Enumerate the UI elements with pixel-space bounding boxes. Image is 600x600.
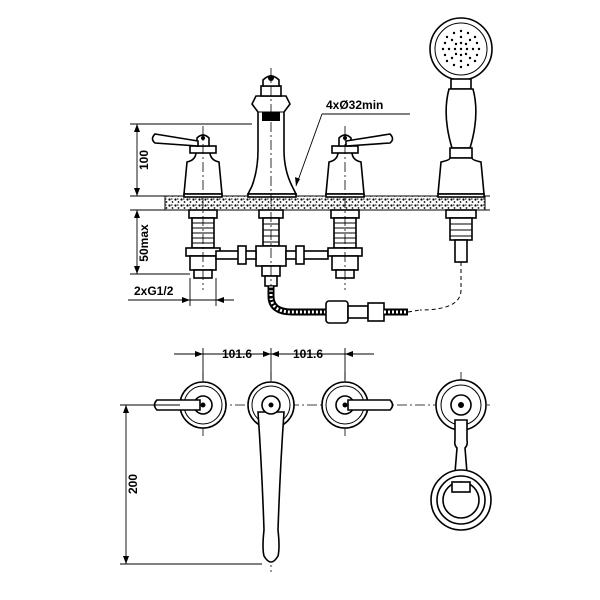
dimension-label-shank-length: 50max bbox=[137, 224, 151, 262]
spout-plan bbox=[247, 381, 295, 563]
top-plan-view: 101.6 101.6 200 bbox=[120, 347, 492, 572]
dimension-shank-length: 50max bbox=[130, 209, 190, 275]
hose-assembly bbox=[267, 286, 421, 324]
dimension-inlet-thread: 2xG1/2 bbox=[128, 278, 234, 306]
dimension-label-body-height: 100 bbox=[137, 150, 151, 170]
dimension-spout-reach: 200 bbox=[120, 404, 262, 565]
dimension-label-spacing-left: 101.6 bbox=[222, 347, 252, 361]
hand-shower-front bbox=[419, 17, 493, 311]
shower-nozzle-dots bbox=[441, 29, 481, 69]
deck-surface bbox=[164, 195, 486, 211]
dimension-label-inlet-thread: 2xG1/2 bbox=[134, 284, 174, 298]
hand-shower-plan bbox=[430, 379, 492, 531]
callout-label-deck-hole: 4xØ32min bbox=[326, 98, 383, 112]
callout-deck-hole: 4xØ32min bbox=[295, 98, 410, 187]
dimension-body-height: 100 bbox=[130, 123, 252, 197]
dimension-spacing: 101.6 101.6 bbox=[174, 347, 374, 380]
front-centerlines bbox=[202, 68, 346, 300]
left-valve-plan bbox=[153, 381, 227, 429]
front-elevation-view: 100 50max 2xG1/2 4xØ32min bbox=[128, 17, 493, 324]
right-valve-plan bbox=[321, 381, 394, 429]
dimension-label-spacing-right: 101.6 bbox=[293, 347, 323, 361]
dimension-label-spout-reach: 200 bbox=[126, 474, 140, 494]
